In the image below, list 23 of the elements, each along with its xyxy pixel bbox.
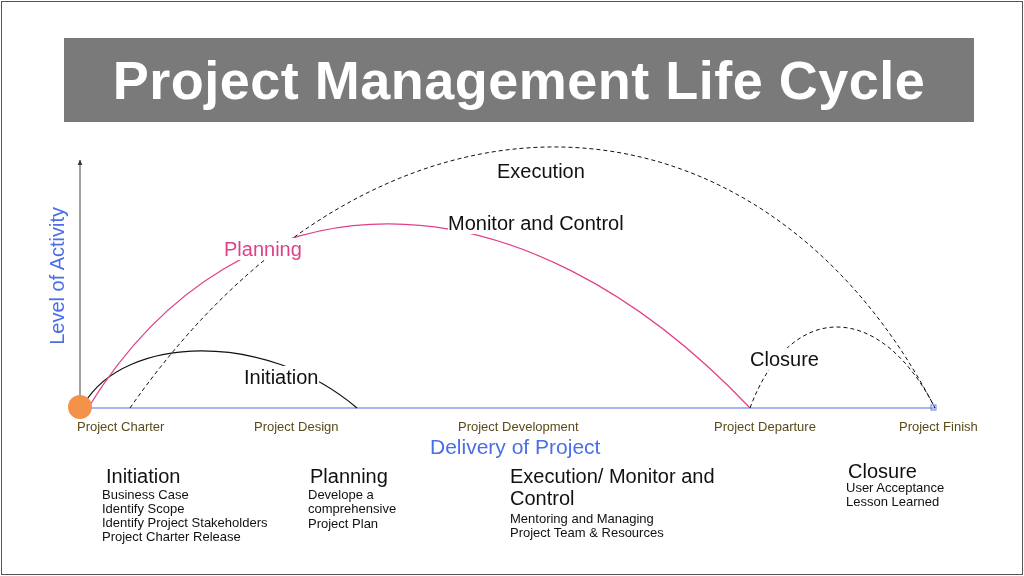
section-item: Lesson Learned — [846, 495, 940, 510]
section-item: Identify Scope — [102, 502, 185, 517]
section-heading: Planning — [310, 465, 388, 488]
section-heading: Execution/ Monitor and Control — [510, 465, 716, 510]
section-heading: Initiation — [106, 465, 181, 488]
section-item: Project Charter Release — [102, 530, 241, 545]
milestone-label: Project Design — [254, 420, 339, 435]
section-item: Business Case — [102, 488, 189, 503]
title-banner: Project Management Life Cycle — [64, 38, 974, 122]
milestone-label: Project Departure — [714, 420, 816, 435]
milestone-label: Project Development — [458, 420, 579, 435]
section-item: Mentoring and Managing Project Team & Resources — [510, 512, 665, 541]
curve-label: Closure — [750, 348, 819, 371]
section-item: Develope a comprehensive Project Plan — [308, 488, 398, 531]
curve-label: Planning — [224, 238, 302, 261]
milestone-label: Project Finish — [899, 420, 978, 435]
axis-label: Level of Activity — [46, 207, 69, 345]
section-item: Identify Project Stakeholders — [102, 516, 268, 531]
section-item: User Acceptance — [846, 481, 945, 496]
section-heading: Closure — [848, 460, 917, 483]
curve-label: Monitor and Control — [448, 212, 624, 235]
axis-label: Delivery of Project — [430, 435, 601, 459]
milestone-label: Project Charter — [77, 420, 165, 435]
